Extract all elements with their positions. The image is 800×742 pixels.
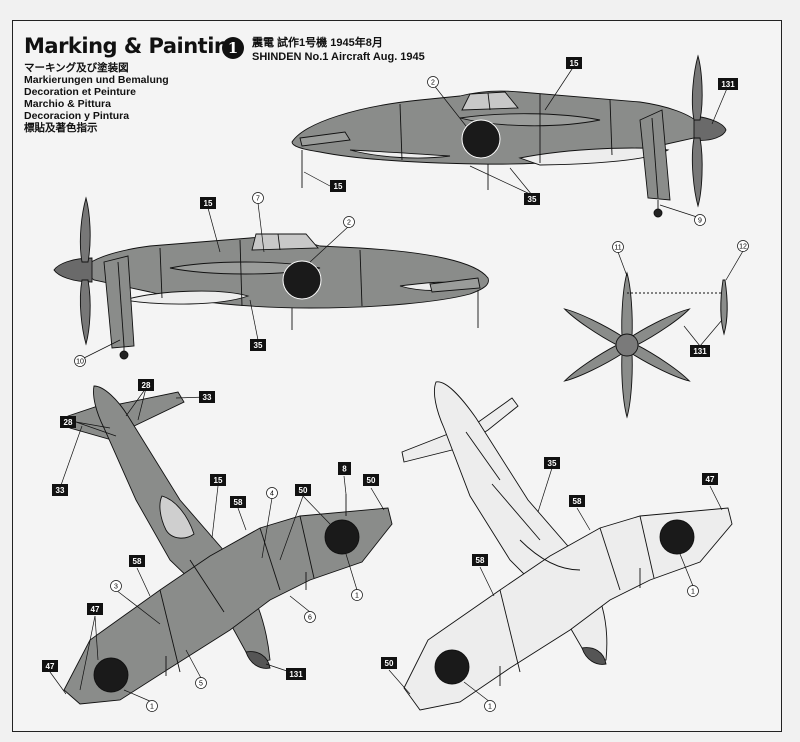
callout-marker: 1 [488, 704, 492, 711]
propeller-blade [621, 271, 633, 338]
callout-decal: 35 [528, 195, 537, 204]
left-side-propeller-blade-up [79, 196, 91, 263]
callout-marker: 9 [698, 218, 702, 225]
callout-decal: 28 [142, 381, 151, 390]
bottom-view-hinomaru-right [659, 519, 695, 555]
propeller-front-view [563, 271, 728, 419]
left-side-tail-wheel [119, 350, 129, 360]
language-list: マーキング及び塗装図 Markierungen und Bemalung Dec… [24, 62, 169, 134]
callout-decal: 15 [214, 476, 223, 485]
right-side-tail-wheel [653, 208, 663, 218]
callout-marker: 7 [256, 196, 260, 203]
propeller-blade [621, 352, 633, 419]
left-side-propeller-blade-down [79, 279, 91, 346]
language-italian: Marchio & Pittura [24, 98, 111, 110]
callout-decal: 47 [91, 605, 100, 614]
callout-marker: 1 [150, 704, 154, 711]
top-view-canopy [159, 495, 195, 539]
right-side-hinomaru [461, 119, 501, 159]
right-side-under-surface [518, 147, 670, 166]
callout-decal: 50 [299, 486, 308, 495]
callout-decal: 131 [721, 80, 735, 89]
callout-marker: 3 [114, 584, 118, 591]
aircraft-title-english: SHINDEN No.1 Aircraft Aug. 1945 [252, 51, 425, 63]
top-view-hinomaru-left [93, 657, 129, 693]
callout-marker: 2 [347, 220, 351, 227]
callout-marker: 1 [355, 593, 359, 600]
callout-decal: 131 [289, 670, 303, 679]
top-view-callouts: 28 33 28 33 15 8 50 58 4 50 58 [42, 379, 385, 712]
callout-decal: 33 [56, 486, 65, 495]
left-side-callouts: 15 7 2 10 35 [74, 192, 355, 367]
callout-decal: 58 [573, 497, 582, 506]
propeller-blade [630, 308, 691, 346]
callout-decal: 35 [548, 459, 557, 468]
right-side-canard [299, 131, 351, 147]
callout-decal: 47 [46, 662, 55, 671]
aircraft-title-japanese: 震電 試作1号機 1945年8月 [252, 37, 383, 49]
language-japanese: マーキング及び塗装図 [24, 62, 129, 74]
callout-marker: 11 [614, 245, 621, 252]
callout-decal: 131 [693, 347, 707, 356]
left-side-canard [429, 277, 481, 293]
callout-decal: 58 [476, 556, 485, 565]
callout-decal: 15 [570, 59, 579, 68]
callout-decal: 8 [342, 465, 347, 474]
language-german: Markierungen und Bemalung [24, 74, 169, 86]
left-side-view [53, 196, 489, 360]
callout-decal: 58 [234, 498, 243, 507]
scheme-number-badge: 1 [222, 37, 244, 59]
bottom-view [401, 381, 733, 711]
right-side-canopy [461, 91, 519, 111]
callout-decal: 15 [204, 199, 213, 208]
callout-marker: 6 [308, 615, 312, 622]
left-side-vertical-fin [103, 255, 135, 349]
propeller-callouts: 11 12 131 [612, 240, 749, 357]
bottom-view-hinomaru-left [434, 649, 470, 685]
callout-decal: 50 [385, 659, 394, 668]
callout-decal: 47 [706, 475, 715, 484]
propeller-blade [630, 344, 691, 382]
language-chinese: 標貼及著色指示 [24, 122, 98, 134]
callout-decal: 50 [367, 476, 376, 485]
callout-decal: 33 [203, 393, 212, 402]
callout-marker: 2 [431, 80, 435, 87]
callout-marker: 10 [76, 359, 84, 366]
bottom-view-spinner [581, 647, 607, 665]
aircraft-title: 震電 試作1号機 1945年8月 SHINDEN No.1 Aircraft A… [252, 36, 425, 64]
page-title: Marking & Painting [24, 34, 243, 58]
right-side-view [291, 54, 727, 218]
propeller-blade-side [720, 279, 728, 336]
top-view-wing [63, 507, 393, 705]
left-side-canopy [251, 233, 319, 251]
left-side-hinomaru [282, 260, 322, 300]
propeller-hub [615, 333, 639, 357]
right-side-spinner [693, 115, 727, 141]
callout-marker: 12 [739, 244, 747, 251]
callout-marker: 4 [270, 491, 274, 498]
callout-decal: 28 [64, 418, 73, 427]
bottom-view-callouts: 35 47 58 58 1 50 1 [381, 457, 723, 712]
right-side-callouts: 2 15 131 15 35 9 [303, 57, 738, 226]
language-spanish: Decoracion y Pintura [24, 110, 130, 122]
callout-decal: 58 [133, 557, 142, 566]
propeller-blade [563, 344, 624, 382]
right-side-propeller-blade-down [691, 137, 703, 208]
callout-decal: 15 [334, 182, 343, 191]
language-french: Decoration et Peinture [24, 86, 137, 98]
callout-decal: 35 [254, 341, 263, 350]
top-view-spinner [245, 651, 271, 669]
right-side-propeller-blade-up [691, 54, 703, 121]
top-view [63, 385, 393, 705]
callout-marker: 5 [199, 681, 203, 688]
callout-marker: 1 [691, 589, 695, 596]
top-view-hinomaru-right [324, 519, 360, 555]
propeller-blade [563, 308, 624, 346]
